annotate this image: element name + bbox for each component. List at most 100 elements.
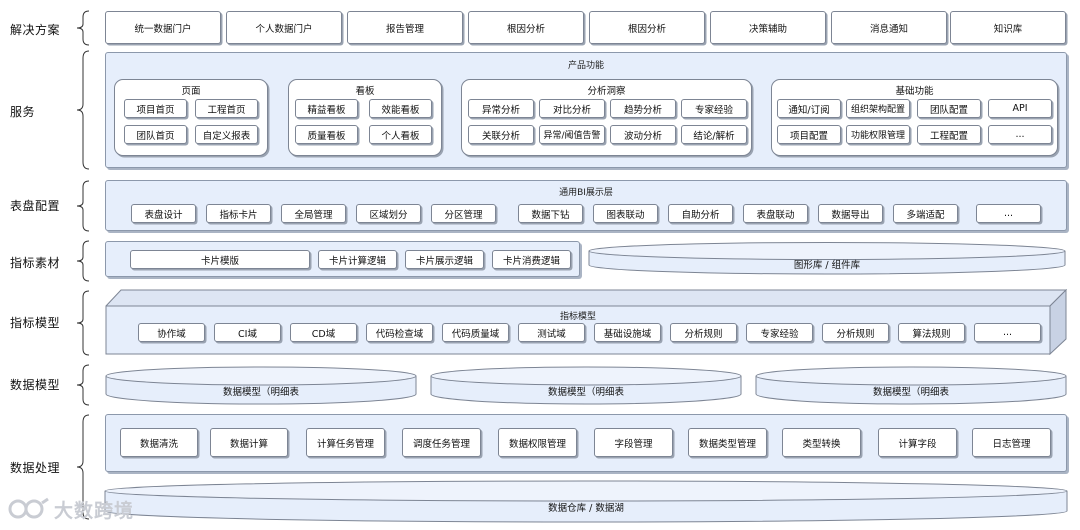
- dashboard-item: 分区管理: [431, 204, 496, 223]
- data-model-disk: 数据模型（明细表: [105, 366, 417, 406]
- service-panel-title: 产品功能: [567, 61, 604, 71]
- processing-item: 数据清洗: [120, 428, 198, 457]
- basic-group-title: 基础功能: [895, 86, 934, 97]
- dashboard-item: 表盘设计: [131, 204, 196, 223]
- material-item: 卡片消费逻辑: [492, 250, 571, 269]
- board-item: 个人看板: [369, 125, 432, 144]
- metric-model-item: 基础设施域: [594, 323, 661, 342]
- board-group: 看板 精益看板 效能看板 质量看板 个人看板: [288, 79, 442, 156]
- data-model-disk: 数据模型（明细表: [755, 366, 1067, 406]
- layer-label-metric-material: 指标素材: [10, 256, 61, 270]
- brace-icon: [74, 50, 92, 170]
- layer-label-metric-model: 指标模型: [10, 316, 61, 330]
- board-item: 效能看板: [369, 99, 432, 118]
- watermark-text: 大数跨境: [54, 499, 135, 522]
- basic-item: 团队配置: [917, 99, 981, 118]
- board-group-title: 看板: [355, 86, 375, 97]
- page-group-title: 页面: [181, 86, 201, 97]
- metric-model-block: 指标模型 协作域 CI域 CD域 代码检查域 代码质量域 测试域 基础设施域 分…: [105, 289, 1067, 355]
- brace-icon: [74, 364, 92, 406]
- processing-item: 数据类型管理: [688, 428, 767, 457]
- watermark: 大数跨境: [8, 494, 134, 524]
- processing-panel: 数据清洗 数据计算 计算任务管理 调度任务管理 数据权限管理 字段管理 数据类型…: [105, 414, 1067, 472]
- material-panel: 卡片模版 卡片计算逻辑 卡片展示逻辑 卡片消费逻辑: [105, 241, 580, 277]
- processing-item: 字段管理: [594, 428, 673, 457]
- material-item: 卡片展示逻辑: [405, 250, 484, 269]
- metric-model-item: 代码检查域: [366, 323, 433, 342]
- insight-item: 异常分析: [468, 99, 534, 118]
- metric-model-item: ...: [974, 323, 1041, 342]
- basic-item: 通知/订阅: [777, 99, 841, 118]
- layer-label-data-model: 数据模型: [10, 378, 61, 392]
- graphics-library-disk: 图形库 / 组件库: [588, 241, 1066, 277]
- solution-item: 知识库: [950, 11, 1066, 44]
- board-item: 精益看板: [295, 99, 358, 118]
- page-item: 工程首页: [195, 99, 258, 118]
- dashboard-item: 数据下钻: [518, 204, 583, 223]
- brace-icon: [74, 180, 92, 232]
- solution-item: 决策辅助: [710, 11, 826, 44]
- insight-item: 异常/阈值告警: [539, 125, 605, 144]
- basic-item: 项目配置: [777, 125, 841, 144]
- dashboard-item: ...: [976, 204, 1041, 223]
- dashboard-item: 区域划分: [356, 204, 421, 223]
- insight-item: 结论/解析: [681, 125, 747, 144]
- metric-model-item: 分析规则: [822, 323, 889, 342]
- data-model-disk: 数据模型（明细表: [430, 366, 742, 406]
- basic-item: 功能权限管理: [846, 125, 910, 144]
- insight-item: 关联分析: [468, 125, 534, 144]
- data-model-label: 数据模型（明细表: [872, 387, 949, 398]
- solution-item: 消息通知: [831, 11, 947, 44]
- processing-item: 日志管理: [972, 428, 1051, 457]
- dashboard-panel-title: 通用BI展示层: [559, 188, 613, 198]
- dashboard-item: 数据导出: [818, 204, 883, 223]
- dashboard-panel: 通用BI展示层 表盘设计 指标卡片 全局管理 区域划分 分区管理 数据下钻 图表…: [105, 180, 1067, 231]
- insight-item: 趋势分析: [610, 99, 676, 118]
- brace-icon: [74, 10, 92, 46]
- board-item: 质量看板: [295, 125, 358, 144]
- basic-item: 工程配置: [917, 125, 981, 144]
- dashboard-item: 自助分析: [668, 204, 733, 223]
- basic-item: ...: [988, 125, 1052, 144]
- metric-model-item: 分析规则: [670, 323, 737, 342]
- dashboard-item: 表盘联动: [743, 204, 808, 223]
- data-model-label: 数据模型（明细表: [222, 387, 299, 398]
- page-item: 自定义报表: [195, 125, 258, 144]
- brace-icon: [74, 414, 92, 520]
- dashboard-item: 全局管理: [281, 204, 346, 223]
- watermark-logo-icon: [8, 497, 49, 519]
- solution-item: 个人数据门户: [226, 11, 342, 44]
- layer-label-dashboard-config: 表盘配置: [10, 199, 61, 213]
- dashboard-item: 图表联动: [593, 204, 658, 223]
- graphics-library-label: 图形库 / 组件库: [793, 260, 861, 271]
- layer-label-service: 服务: [10, 105, 36, 119]
- processing-item: 类型转换: [782, 428, 861, 457]
- page-item: 项目首页: [124, 99, 187, 118]
- brace-icon: [74, 240, 92, 282]
- insight-item: 专家经验: [681, 99, 747, 118]
- solution-item: 报告管理: [347, 11, 463, 44]
- metric-model-item: CD域: [290, 323, 357, 342]
- insight-item: 波动分析: [610, 125, 676, 144]
- data-warehouse-label: 数据仓库 / 数据湖: [548, 503, 624, 514]
- metric-model-title: 指标模型: [559, 312, 596, 322]
- basic-item: 组织架构配置: [846, 99, 910, 118]
- layer-label-solution: 解决方案: [10, 23, 61, 37]
- insight-group-title: 分析洞察: [587, 86, 626, 97]
- processing-item: 数据计算: [210, 428, 288, 457]
- brace-icon: [74, 290, 92, 356]
- material-item: 卡片计算逻辑: [318, 250, 397, 269]
- basic-group: 基础功能 通知/订阅 组织架构配置 团队配置 API 项目配置 功能权限管理 工…: [771, 79, 1058, 156]
- solution-item: 根因分析: [589, 11, 705, 44]
- processing-item: 数据权限管理: [498, 428, 577, 457]
- dashboard-item: 指标卡片: [206, 204, 271, 223]
- solution-item: 根因分析: [468, 11, 584, 44]
- processing-item: 计算字段: [878, 428, 957, 457]
- data-model-label: 数据模型（明细表: [547, 387, 624, 398]
- metric-model-item: 专家经验: [746, 323, 813, 342]
- metric-model-item: 算法规则: [898, 323, 965, 342]
- material-item: 卡片模版: [130, 250, 310, 269]
- insight-group: 分析洞察 异常分析 对比分析 趋势分析 专家经验 关联分析 异常/阈值告警 波动…: [461, 79, 752, 156]
- data-warehouse-disk: 数据仓库 / 数据湖: [104, 480, 1068, 524]
- insight-item: 对比分析: [539, 99, 605, 118]
